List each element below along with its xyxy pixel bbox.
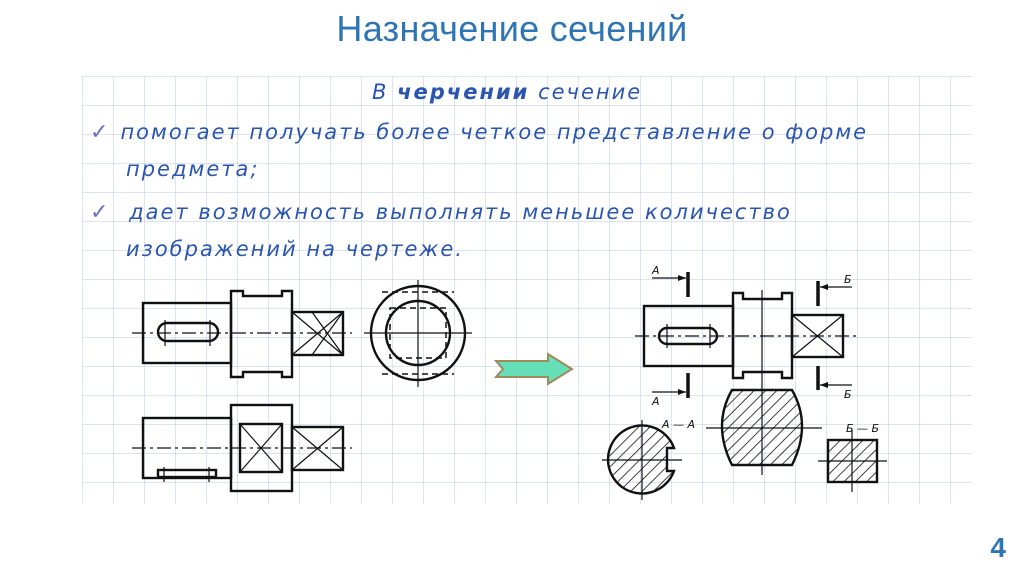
right-arrow-icon	[494, 352, 574, 386]
slide-title: Назначение сечений	[336, 8, 688, 49]
cut-b-top-label: Б	[844, 273, 852, 286]
shaft-sections-drawing: А А Б Б А — А Б — Б	[602, 264, 887, 500]
slide-number: 4	[990, 532, 1006, 563]
bullet-item-2: ✓ дает возможность выполнять меньшее кол…	[90, 194, 792, 267]
section-bb-label: Б — Б	[846, 422, 879, 435]
bullet-item-1: ✓ помогает получать более четкое представ…	[90, 114, 868, 187]
intro-suffix: сечение	[529, 80, 643, 104]
bullet-1-line-1: помогает получать более четкое представл…	[120, 120, 869, 144]
bullet-2-line-2: изображений на чертеже.	[126, 237, 464, 261]
cut-b-bottom-label: Б	[844, 388, 852, 401]
cut-a-bottom-label: А	[651, 395, 660, 408]
bullet-1-line-2: предмета;	[126, 157, 260, 181]
checkmark-icon: ✓	[90, 120, 111, 145]
intro-line: В черчении сечение	[372, 80, 642, 104]
intro-bold-word: черчении	[397, 80, 530, 104]
checkmark-icon: ✓	[90, 200, 111, 225]
cut-a-top-label: А	[651, 264, 660, 277]
bullet-2-line-1: дает возможность выполнять меньшее колич…	[120, 200, 792, 224]
shaft-views-drawing	[132, 280, 472, 493]
section-aa-label: А — А	[661, 418, 695, 431]
intro-prefix: В	[372, 80, 398, 104]
